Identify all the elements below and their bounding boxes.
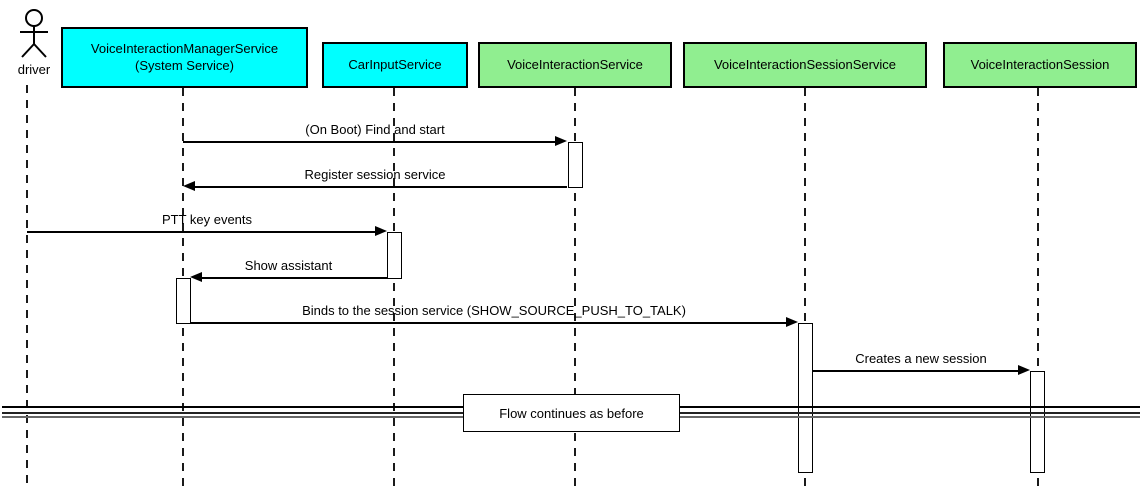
message-creates-a-new-session: Creates a new session bbox=[812, 351, 1030, 378]
lifeline-voiceinteractionservice bbox=[574, 88, 576, 487]
message-line bbox=[27, 231, 380, 233]
lifeline-voiceinteractionsessionservice bbox=[804, 88, 806, 487]
message-line bbox=[197, 277, 387, 279]
message-binds-to-session-service: Binds to the session service (SHOW_SOURC… bbox=[190, 303, 798, 330]
message-line bbox=[190, 322, 791, 324]
message-label: Creates a new session bbox=[855, 351, 987, 366]
message-line bbox=[812, 370, 1023, 372]
message-register-session-service: Register session service bbox=[183, 167, 567, 194]
message-line bbox=[190, 186, 567, 188]
arrowhead-right-icon bbox=[375, 226, 387, 236]
lifeline-driver bbox=[26, 85, 28, 487]
lifeline-carinputservice bbox=[393, 88, 395, 487]
activation-bar-voiceinteractionsessionservice bbox=[798, 323, 813, 473]
actor-label: driver bbox=[17, 62, 51, 77]
arrowhead-left-icon bbox=[190, 272, 202, 282]
divider-label-box: Flow continues as before bbox=[463, 394, 680, 432]
participant-voiceinteractionsession: VoiceInteractionSession bbox=[943, 42, 1137, 88]
message-line bbox=[183, 141, 560, 143]
participant-voiceinteractionmanagerservice: VoiceInteractionManagerService (System S… bbox=[61, 27, 308, 88]
activation-bar-voiceinteractionsession bbox=[1030, 371, 1045, 473]
arrowhead-left-icon bbox=[183, 181, 195, 191]
arrowhead-right-icon bbox=[1018, 365, 1030, 375]
arrowhead-right-icon bbox=[555, 136, 567, 146]
participant-carinputservice: CarInputService bbox=[322, 42, 468, 88]
actor-driver: driver bbox=[7, 4, 61, 77]
arrowhead-right-icon bbox=[786, 317, 798, 327]
stick-figure-icon bbox=[20, 9, 48, 58]
activation-bar-voiceinteractionmanagerservice bbox=[176, 278, 191, 324]
participant-voiceinteractionsessionservice: VoiceInteractionSessionService bbox=[683, 42, 927, 88]
message-label: Register session service bbox=[304, 167, 446, 182]
message-show-assistant: Show assistant bbox=[190, 258, 387, 285]
activation-bar-carinputservice bbox=[387, 232, 402, 279]
message-label: Show assistant bbox=[244, 258, 333, 273]
message-on-boot-find-and-start: (On Boot) Find and start bbox=[183, 122, 567, 149]
message-label: Binds to the session service (SHOW_SOURC… bbox=[302, 303, 686, 318]
lifeline-voiceinteractionsession bbox=[1037, 88, 1039, 487]
activation-bar-voiceinteractionservice bbox=[568, 142, 583, 188]
message-ptt-key-events: PTT key events bbox=[27, 212, 387, 239]
participant-voiceinteractionservice: VoiceInteractionService bbox=[478, 42, 672, 88]
message-label: (On Boot) Find and start bbox=[305, 122, 445, 137]
message-label: PTT key events bbox=[161, 212, 253, 227]
